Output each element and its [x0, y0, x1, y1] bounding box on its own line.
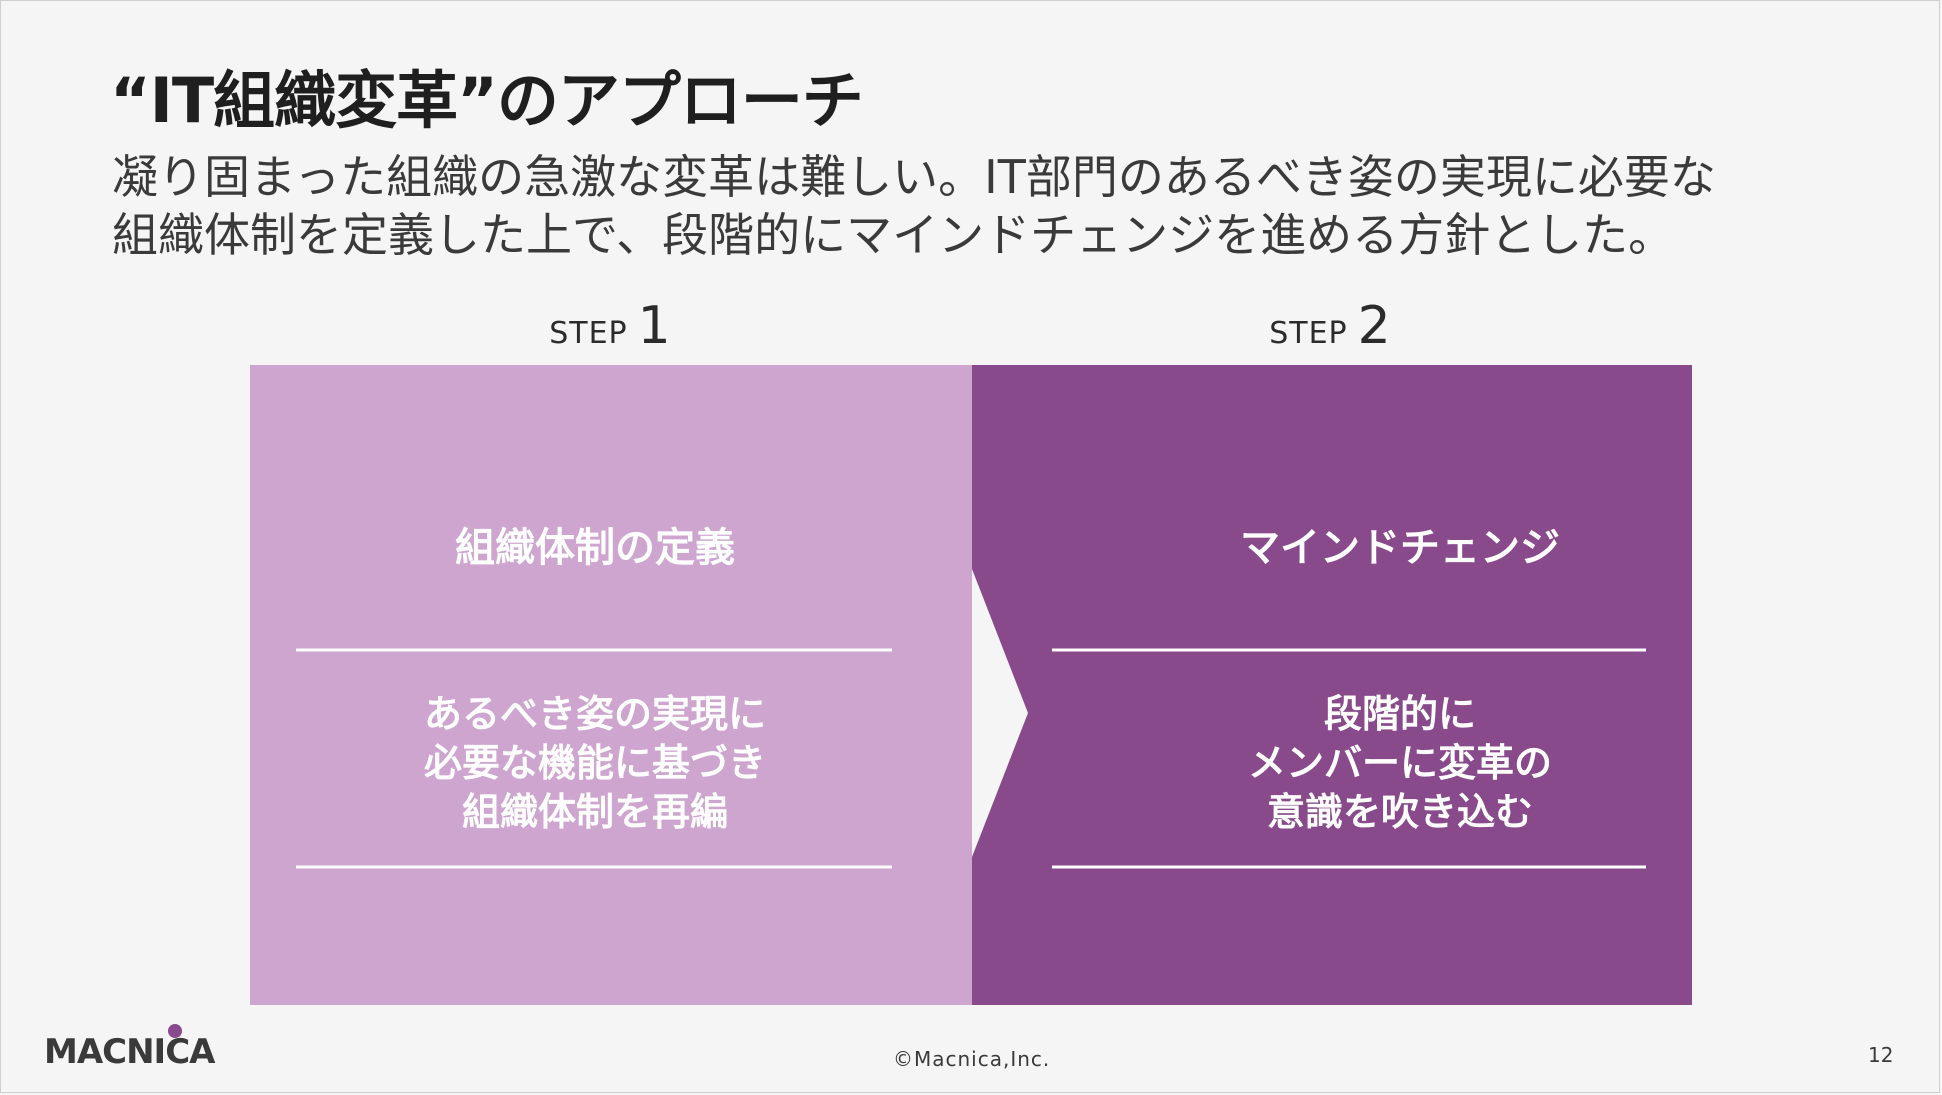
step-2-word: STEP: [1269, 316, 1348, 351]
lead-line-1: 凝り固まった組織の急激な変革は難しい。IT部門のあるべき姿の実現に必要な: [112, 150, 1716, 204]
step-2-heading: マインドチェンジ: [1240, 525, 1560, 571]
step-diagram-shapes: [250, 365, 1692, 1005]
step-1-body-line: 組織体制を再編: [461, 790, 728, 834]
lead-text: 凝り固まった組織の急激な変革は難しい。IT部門のあるべき姿の実現に必要な 組織体…: [112, 148, 1872, 264]
step-1-body: あるべき姿の実現に 必要な機能に基づき 組織体制を再編: [250, 690, 940, 837]
page-number: 12: [1868, 1043, 1894, 1067]
step-2-body: 段階的に メンバーに変革の 意識を吹き込む: [1050, 690, 1750, 837]
lead-line-2: 組織体制を定義した上で、段階的にマインドチェンジを進める方針とした。: [112, 208, 1675, 262]
step-2-body-line: メンバーに変革の: [1247, 741, 1552, 785]
step-1-word: STEP: [549, 316, 628, 351]
logo-dot-icon: [168, 1024, 182, 1038]
step-1-panel: [250, 365, 972, 1005]
step-2-body-line: 意識を吹き込む: [1266, 790, 1533, 834]
step-1-heading: 組織体制の定義: [455, 525, 735, 571]
step-2-body-line: 段階的に: [1323, 692, 1476, 736]
macnica-logo: MACNICA: [44, 1032, 215, 1072]
step-1-body-line: あるべき姿の実現に: [423, 692, 766, 736]
step-1-label: STEP 1: [250, 296, 970, 356]
step-diagram: 組織体制の定義 マインドチェンジ あるべき姿の実現に 必要な機能に基づき 組織体…: [250, 365, 1692, 1005]
slide-title: “IT組織変革”のアプローチ: [110, 64, 864, 137]
step-2-label: STEP 2: [970, 296, 1690, 356]
step-1-number: 1: [637, 296, 671, 356]
copyright-text: ©Macnica,Inc.: [893, 1047, 1051, 1071]
step-2-number: 2: [1357, 296, 1391, 356]
step-2-panel: [972, 365, 1692, 1005]
step-1-body-line: 必要な機能に基づき: [423, 741, 766, 785]
